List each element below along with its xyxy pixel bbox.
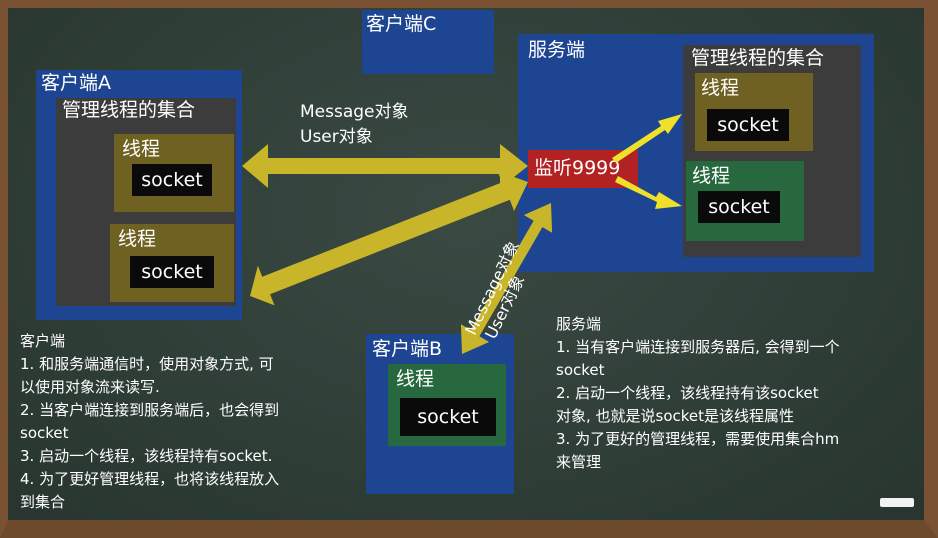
client-a-thread-2-socket: socket (130, 256, 214, 288)
client-a-title: 客户端A (41, 72, 111, 94)
server-title: 服务端 (528, 39, 586, 61)
client-c-box: 客户端C (362, 10, 494, 74)
client-notes-line: 4. 为了更好管理线程，也将该线程放入 (20, 470, 280, 488)
double-arrow-b-server (460, 203, 553, 354)
server-thread-2-socket: socket (698, 191, 780, 223)
arrow-label-top-message: Message对象 (300, 102, 409, 122)
arrow-listen-thread-1 (612, 114, 682, 163)
server-notes-heading: 服务端 (556, 315, 602, 333)
client-notes-line: 以使用对象流来读写. (20, 378, 160, 396)
server-notes-line: socket (556, 361, 605, 379)
client-a-thread-collection: 管理线程的集合 线程 socket 线程 socket (56, 98, 236, 306)
server-thread-2: 线程 socket (686, 161, 804, 241)
server-thread-2-label: 线程 (692, 165, 731, 187)
server-thread-1-label: 线程 (701, 77, 740, 99)
client-notes-line: 2. 当客户端连接到服务端后，也会得到 (20, 401, 280, 419)
client-notes-line: socket (20, 424, 69, 442)
client-b-box: 客户端B 线程 socket (366, 334, 514, 494)
server-listen-label: 监听9999 (534, 157, 621, 179)
client-notes-line: 到集合 (20, 493, 66, 511)
client-notes: 客户端 1. 和服务端通信时，使用对象方式, 可 以使用对象流来读写. 2. 当… (20, 330, 279, 514)
double-arrow-a-server (242, 144, 528, 188)
client-a-thread-2-label: 线程 (118, 228, 157, 250)
arrow-label-top-user: User对象 (300, 127, 373, 147)
client-c-title: 客户端C (366, 13, 437, 35)
server-notes-line: 来管理 (556, 453, 602, 471)
double-arrow-a-lower-server (250, 171, 528, 306)
client-a-thread-1-label: 线程 (122, 138, 161, 160)
client-b-thread: 线程 socket (388, 364, 506, 446)
server-box: 服务端 监听9999 管理线程的集合 线程 socket 线程 socket (518, 34, 874, 272)
client-a-thread-2: 线程 socket (110, 224, 234, 302)
server-collection-label: 管理线程的集合 (691, 47, 825, 69)
client-b-title: 客户端B (372, 338, 443, 360)
server-notes-line: 3. 为了更好的管理线程，需要使用集合hm (556, 430, 840, 448)
client-a-box: 客户端A 管理线程的集合 线程 socket 线程 socket (36, 70, 242, 320)
server-notes-line: 2. 启动一个线程，该线程持有该socket (556, 384, 819, 402)
client-a-thread-1: 线程 socket (114, 134, 234, 212)
server-thread-1: 线程 socket (695, 73, 813, 151)
server-notes-line: 对象, 也就是说socket是该线程属性 (556, 407, 795, 425)
server-thread-collection: 管理线程的集合 线程 socket 线程 socket (683, 45, 861, 257)
client-a-thread-1-socket: socket (132, 164, 212, 196)
server-notes: 服务端 1. 当有客户端连接到服务器后, 会得到一个 socket 2. 启动一… (556, 313, 840, 474)
client-b-thread-label: 线程 (396, 368, 435, 390)
client-notes-heading: 客户端 (20, 332, 66, 350)
server-thread-1-socket: socket (707, 109, 789, 141)
client-notes-line: 3. 启动一个线程，该线程持有socket. (20, 447, 273, 465)
client-b-thread-socket: socket (400, 398, 496, 436)
server-notes-line: 1. 当有客户端连接到服务器后, 会得到一个 (556, 338, 840, 356)
arrow-listen-thread-2 (615, 176, 682, 209)
chalk-piece (880, 498, 914, 507)
client-a-collection-label: 管理线程的集合 (62, 99, 196, 121)
client-notes-line: 1. 和服务端通信时，使用对象方式, 可 (20, 355, 274, 373)
